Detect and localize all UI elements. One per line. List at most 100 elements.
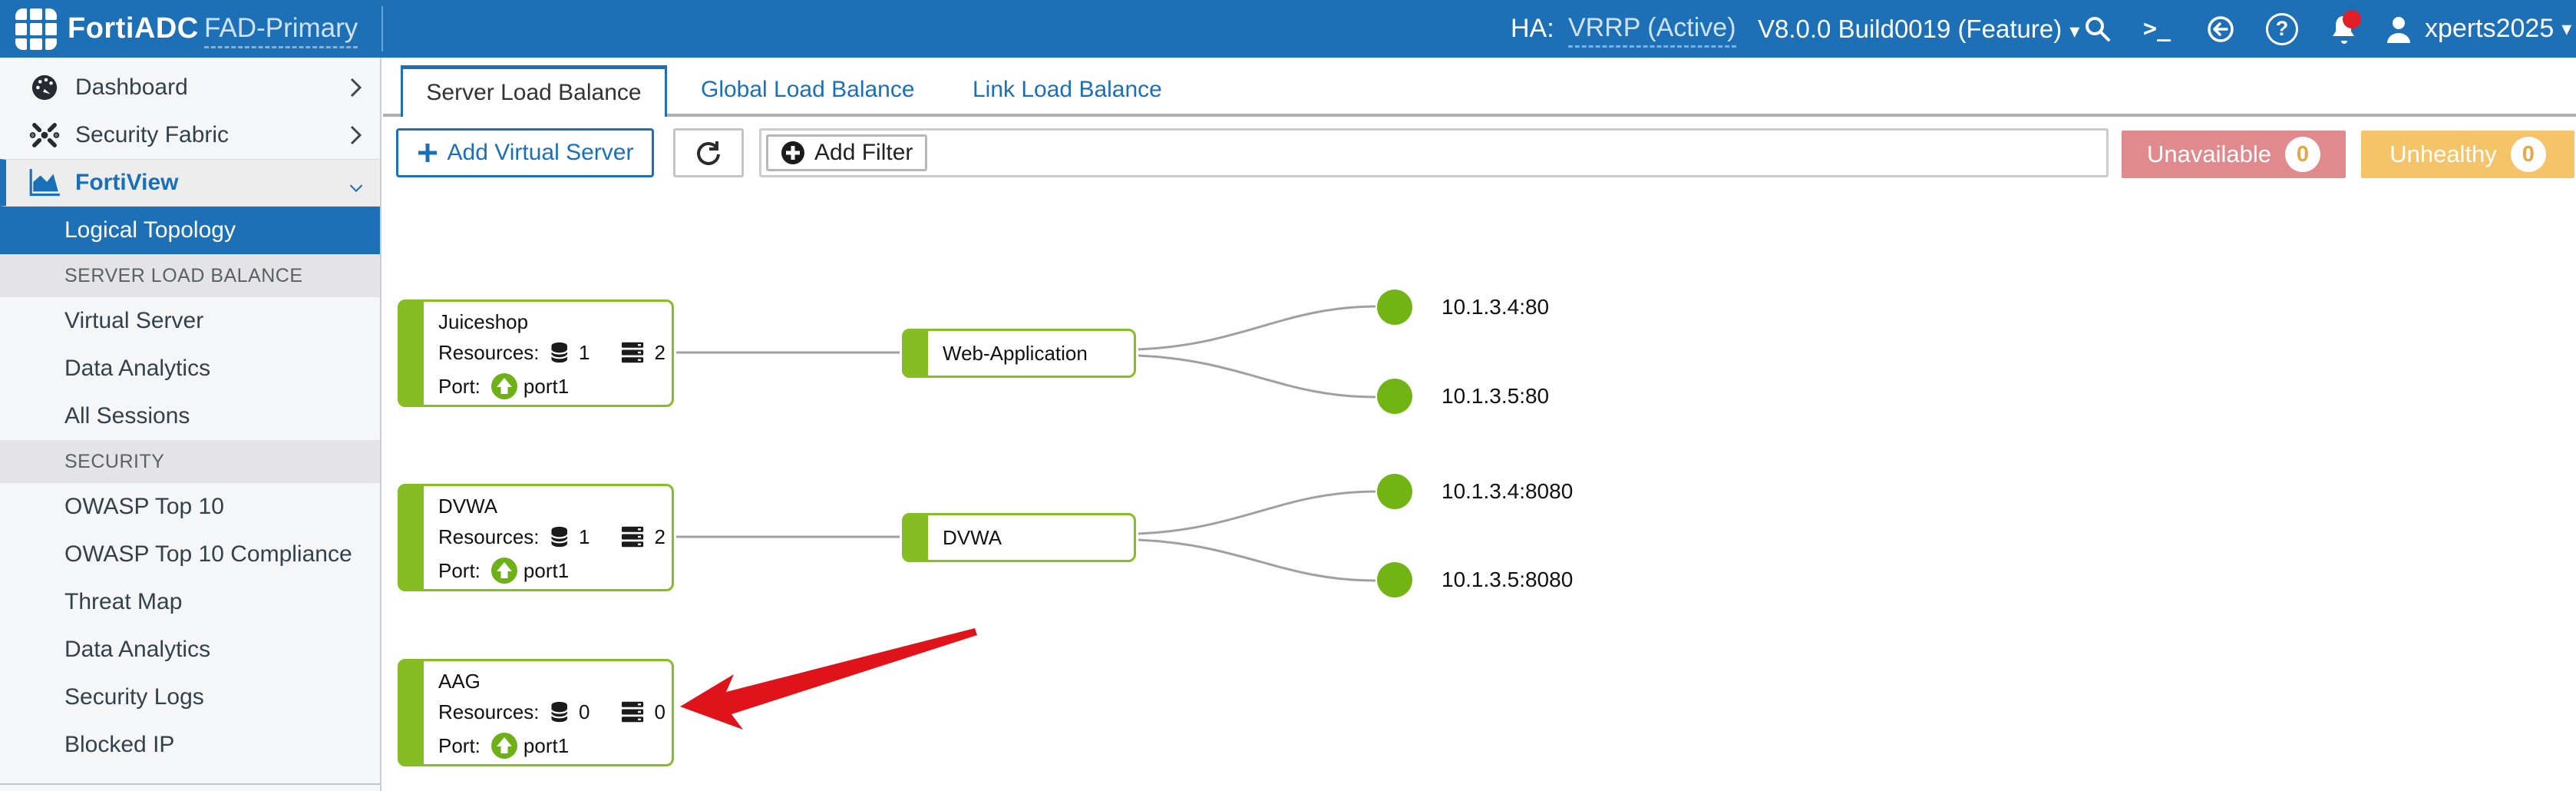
port-name: port1 [523, 733, 570, 757]
sidebar-item-owasp-top-10-compliance[interactable]: OWASP Top 10 Compliance [0, 531, 380, 578]
sidebar-item-fortiview[interactable]: FortiView [0, 159, 380, 207]
ha-label: HA: [1511, 14, 1554, 43]
sidebar-item-security-fabric[interactable]: Security Fabric [0, 111, 380, 159]
version-dropdown[interactable]: V8.0.0 Build0019 (Feature)▾ [1758, 0, 2079, 58]
port-label: Port: [438, 558, 481, 582]
sidebar-item-label: Virtual Server [64, 308, 204, 333]
server-count: 0 [654, 700, 665, 723]
add-virtual-server-button[interactable]: Add Virtual Server [396, 128, 654, 177]
sidebar-item-data-analytics-slb[interactable]: Data Analytics [0, 345, 380, 392]
badge-count: 0 [2285, 137, 2320, 172]
real-server-circle[interactable] [1377, 379, 1412, 414]
sidebar-item-virtual-server[interactable]: Virtual Server [0, 297, 380, 345]
notification-badge [2343, 10, 2361, 28]
cli-console-glyph: >_ [2142, 15, 2171, 42]
port-up-arrow-icon [490, 733, 517, 759]
sidebar-item-label: All Sessions [64, 403, 190, 429]
sidebar-nav: Dashboard Security Fabric FortiView Logi… [0, 58, 381, 791]
sidebar-item-label: Security Fabric [75, 122, 230, 147]
node-status-bar [398, 659, 424, 766]
resources-label: Resources: [438, 700, 540, 723]
refresh-button[interactable] [673, 128, 744, 177]
real-server-address: 10.1.3.5:8080 [1442, 568, 1574, 591]
section-label: SECURITY [64, 450, 165, 472]
notifications-bell-icon[interactable] [2324, 10, 2363, 48]
tab-server-load-balance[interactable]: Server Load Balance [401, 65, 667, 117]
annotation-arrow [680, 628, 977, 730]
port-label: Port: [438, 374, 481, 398]
sidebar-item-label: OWASP Top 10 Compliance [64, 541, 352, 567]
port-label: Port: [438, 733, 481, 757]
sidebar-item-label: OWASP Top 10 [64, 494, 224, 519]
help-icon[interactable]: ? [2266, 13, 2298, 45]
sidebar-item-security-logs[interactable]: Security Logs [0, 674, 380, 721]
sidebar-item-label: Threat Map [64, 589, 183, 614]
node-status-bar [902, 513, 928, 562]
refresh-icon [697, 141, 720, 165]
search-icon[interactable] [2082, 13, 2114, 45]
security-fabric-icon [28, 120, 61, 151]
sidebar-item-label: Data Analytics [64, 637, 211, 662]
sidebar-item-threat-map[interactable]: Threat Map [0, 578, 380, 626]
filter-bar[interactable]: Add Filter [759, 128, 2109, 177]
db-count: 1 [578, 340, 590, 364]
ha-status-link[interactable]: VRRP (Active) [1568, 13, 1736, 48]
tab-link-load-balance[interactable]: Link Load Balance [973, 76, 1162, 102]
real-server-circle[interactable] [1377, 474, 1412, 509]
product-title: FortiADC [68, 12, 199, 45]
tab-bar: Server Load Balance Global Load Balance … [383, 58, 2576, 117]
fortinet-logo-icon [15, 8, 57, 50]
server-count: 2 [654, 340, 665, 364]
username-text: xperts2025 [2425, 14, 2555, 43]
sidebar-item-label: Dashboard [75, 74, 188, 100]
resources-label: Resources: [438, 525, 540, 548]
user-menu[interactable]: xperts2025 ▾ [2383, 0, 2571, 58]
real-server-circle[interactable] [1377, 290, 1412, 325]
pool-node-dvwa[interactable]: DVWA [902, 513, 1136, 562]
cli-console-icon[interactable]: >_ [2141, 13, 2173, 45]
sidebar-item-dashboard[interactable]: Dashboard [0, 64, 380, 111]
resources-label: Resources: [438, 340, 540, 364]
node-status-bar [398, 484, 424, 591]
section-label: SERVER LOAD BALANCE [64, 264, 303, 286]
tab-global-load-balance[interactable]: Global Load Balance [701, 76, 915, 102]
virtual-server-node-aag[interactable]: AAG Resources: 0 0 Port: [398, 659, 674, 766]
sidebar-item-all-sessions[interactable]: All Sessions [0, 392, 380, 440]
server-icon [622, 342, 644, 363]
plus-icon [418, 144, 437, 162]
real-server-circle[interactable] [1377, 562, 1412, 597]
server-icon [622, 701, 644, 723]
sidebar-item-blocked-ip[interactable]: Blocked IP [0, 721, 380, 769]
port-up-arrow-icon [490, 558, 517, 584]
sidebar-item-label: Blocked IP [64, 732, 175, 757]
dashboard-gauge-icon [28, 72, 61, 103]
unhealthy-status-badge[interactable]: Unhealthy 0 [2361, 131, 2574, 178]
unavailable-status-badge[interactable]: Unavailable 0 [2122, 131, 2346, 178]
db-count: 0 [578, 700, 590, 723]
top-bar: FortiADC FAD-Primary HA: VRRP (Active) V… [0, 0, 2576, 58]
virtual-server-node-dvwa[interactable]: DVWA Resources: 1 2 Port: [398, 484, 674, 591]
chevron-right-icon [349, 78, 363, 98]
circle-arrow-icon[interactable] [2204, 13, 2237, 45]
sidebar-item-owasp-top-10[interactable]: OWASP Top 10 [0, 483, 380, 531]
user-avatar-icon [2387, 16, 2410, 43]
add-filter-label: Add Filter [814, 140, 913, 165]
badge-count: 0 [2510, 137, 2546, 172]
pool-node-web-application[interactable]: Web-Application [902, 329, 1136, 378]
sidebar-item-label: Security Logs [64, 684, 204, 710]
virtual-server-node-juiceshop[interactable]: Juiceshop Resources: 1 2 Port: [398, 300, 674, 407]
db-count: 1 [578, 525, 590, 548]
topbar-divider [381, 6, 383, 51]
device-name-link[interactable]: FAD-Primary [204, 13, 358, 48]
real-server-address: 10.1.3.4:80 [1442, 295, 1550, 319]
database-icon [550, 342, 568, 363]
help-glyph: ? [2275, 17, 2289, 40]
add-filter-button[interactable]: Add Filter [766, 134, 928, 171]
sidebar-item-label: Logical Topology [64, 217, 236, 243]
sidebar-item-logical-topology[interactable]: Logical Topology [0, 207, 380, 254]
node-title: DVWA [438, 495, 498, 518]
chevron-down-icon [349, 173, 363, 193]
sidebar-item-data-analytics-security[interactable]: Data Analytics [0, 626, 380, 674]
